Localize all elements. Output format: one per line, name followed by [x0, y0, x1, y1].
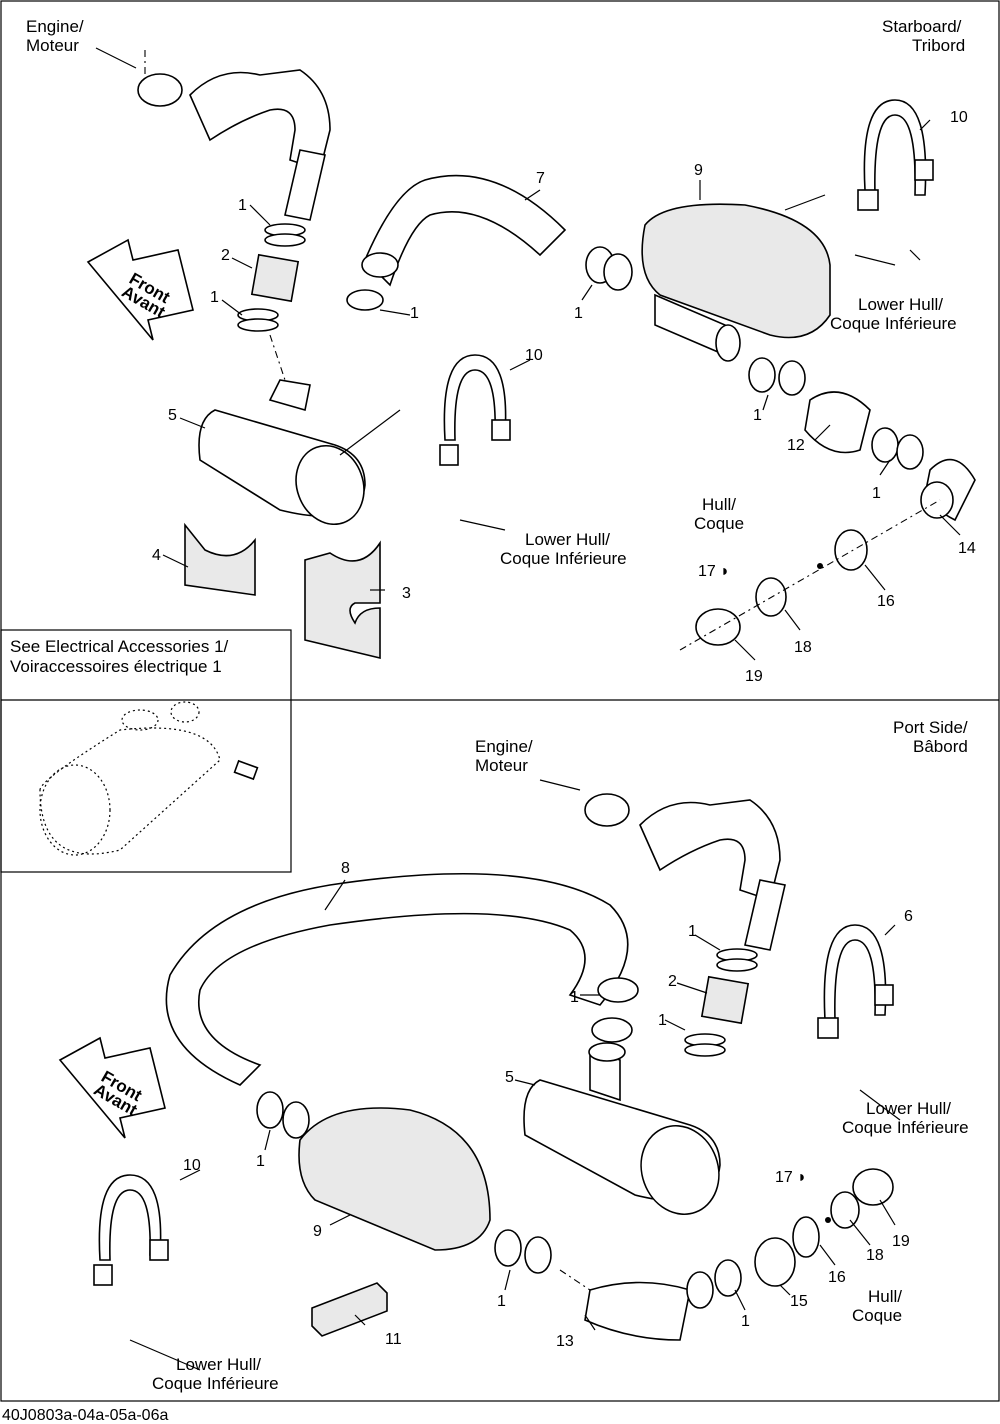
lower-hull-label-bottom-left: Lower Hull/Coque Inférieure [152, 1355, 279, 1393]
callout-1a-bottom: 1 [688, 923, 697, 940]
callout-18-top: 18 [794, 639, 812, 656]
callout-5-top: 5 [168, 407, 177, 424]
seal-16-bottom [792, 1216, 820, 1258]
starboard-label: Starboard/Tribord [882, 17, 965, 55]
hose-12 [804, 391, 871, 454]
lower-hull-label-bottom-right: Lower Hull/Coque Inférieure [842, 1099, 969, 1137]
clamp-top-c [346, 289, 384, 311]
callout-1f-top: 1 [872, 485, 881, 502]
fitting-15 [754, 1237, 796, 1287]
callout-1c-top: 1 [410, 305, 419, 322]
callout-1d-bottom: 1 [256, 1153, 265, 1170]
callout-17-top: 17 ◗ [698, 563, 730, 580]
callout-3-top: 3 [402, 585, 411, 602]
engine-outlet-top [137, 50, 331, 221]
clamp-top-f [871, 427, 899, 463]
electrical-inset-frame [0, 629, 292, 873]
callout-2-top: 2 [221, 247, 230, 264]
callout-13-bottom: 13 [556, 1333, 574, 1350]
callout-10b-top: 10 [525, 347, 543, 364]
callout-1b-bottom: 1 [570, 989, 579, 1006]
callout-18-bottom: 18 [866, 1247, 884, 1264]
elbow-13 [584, 1281, 691, 1341]
engine-outlet-bottom [584, 793, 786, 951]
strap-10-top-right [863, 99, 927, 197]
ring-18-bottom [830, 1191, 860, 1229]
clamp-bottom-b [591, 1017, 633, 1043]
muffler-top [198, 379, 366, 526]
water-box-9-bottom [298, 1107, 491, 1251]
clamp-top-d [748, 357, 776, 393]
callout-8-bottom: 8 [341, 860, 350, 877]
support-3 [304, 540, 381, 660]
callout-10a-top: 10 [950, 109, 968, 126]
front-arrow-bottom: FrontAvantAvant [58, 1036, 166, 1139]
engine-label-bottom: Engine/Moteur [475, 737, 533, 775]
callout-16-bottom: 16 [828, 1269, 846, 1286]
clamp-bottom-a [597, 977, 639, 1003]
support-4 [184, 522, 256, 596]
clamp-sleeve-stack-top [237, 223, 306, 396]
elbow-14-end [920, 481, 954, 519]
clamp-bottom-e [494, 1229, 522, 1267]
callout-14-top: 14 [958, 540, 976, 557]
callout-11-bottom: 11 [385, 1331, 402, 1348]
electrical-muffler [39, 701, 259, 856]
exhaust-pipe-7 [364, 174, 567, 287]
engine-label-top: Engine/Moteur [26, 17, 84, 55]
callout-1f-bottom: 1 [741, 1313, 750, 1330]
front-arrow-top: FrontAvantAvant [86, 238, 194, 341]
lower-hull-label-top-mid: Lower Hull/Coque Inférieure [500, 530, 627, 568]
callout-4-top: 4 [152, 547, 161, 564]
clamp-top-e [778, 360, 806, 396]
clamp-bottom-c [256, 1091, 284, 1129]
callout-7-top: 7 [536, 170, 545, 187]
strap-6 [823, 924, 887, 1021]
see-electrical-label: See Electrical Accessories 1/Voiraccesso… [10, 637, 229, 676]
water-box-9-top [641, 203, 831, 362]
clamp-top-b [603, 253, 633, 291]
port-side-label: Port Side/Bâbord [893, 718, 968, 756]
exhaust-pipe-8 [165, 872, 629, 1086]
callout-10-bottom: 10 [183, 1157, 201, 1174]
seal-16-top [834, 529, 868, 571]
callout-1c-bottom: 1 [658, 1012, 667, 1029]
hull-label-top: Hull/Coque [694, 495, 744, 533]
callout-12-top: 12 [787, 437, 805, 454]
block-11 [311, 1282, 388, 1337]
nut-19-top [695, 608, 741, 646]
hull-point-bottom [825, 1217, 831, 1223]
callout-1e-bottom: 1 [497, 1293, 506, 1310]
callout-19-top: 19 [745, 668, 763, 685]
callout-17-bottom: 17 ◗ [775, 1169, 807, 1186]
nut-19-bottom [852, 1168, 894, 1206]
callout-2-bottom: 2 [668, 973, 677, 990]
lower-hull-label-top-right: Lower Hull/Coque Inférieure [830, 295, 957, 333]
callout-9-bottom: 9 [313, 1223, 322, 1240]
drawing-code: 40J0803a-04a-05a-06a [2, 1407, 168, 1424]
clamp-bottom-h [714, 1259, 742, 1297]
clamp-bottom-g [686, 1271, 714, 1309]
clamp-bottom-f [524, 1236, 552, 1274]
callout-1e-top: 1 [753, 407, 762, 424]
pipe-7-end [361, 252, 399, 278]
callout-16-top: 16 [877, 593, 895, 610]
hull-point-top [817, 563, 823, 569]
callout-5-bottom: 5 [505, 1069, 514, 1086]
callout-6-bottom: 6 [904, 908, 913, 925]
callout-1d-top: 1 [574, 305, 583, 322]
clamp-bottom-d [282, 1101, 310, 1139]
hull-label-bottom: Hull/Coque [852, 1287, 902, 1325]
callout-15-bottom: 15 [790, 1293, 808, 1310]
clamp-top-g [896, 434, 924, 470]
clamp-sleeve-stack-bottom [684, 948, 758, 1057]
strap-buckle [857, 189, 879, 211]
callout-19-bottom: 19 [892, 1233, 910, 1250]
callout-9-top: 9 [694, 162, 703, 179]
muffler-bottom [523, 1042, 721, 1216]
callout-1a-top: 1 [238, 197, 247, 214]
callout-1b-top: 1 [210, 289, 219, 306]
